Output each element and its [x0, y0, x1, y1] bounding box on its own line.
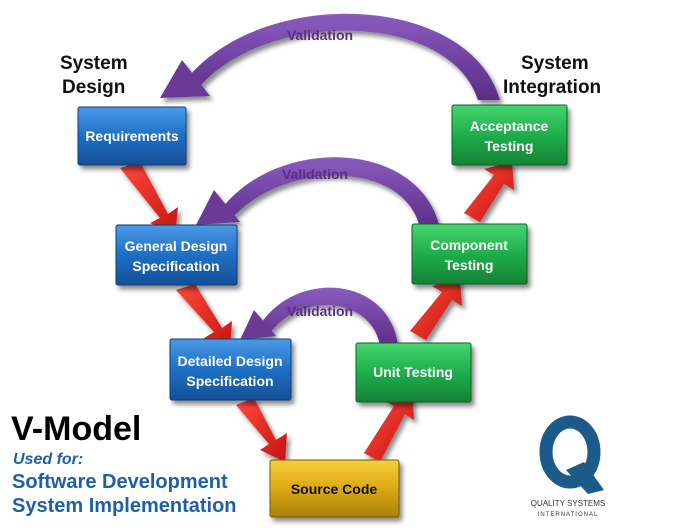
phase-label-system-design: System Design — [60, 53, 128, 98]
box-acceptance-testing: Acceptance Testing — [451, 104, 568, 166]
arrow-unit-to-component — [410, 278, 462, 340]
box-component-testing: Component Testing — [411, 223, 528, 285]
box-label: Acceptance — [470, 118, 549, 134]
box-label: Source Code — [291, 481, 378, 497]
box-label: Component — [430, 237, 508, 253]
arrow-source-to-unit — [364, 392, 414, 462]
box-label: Testing — [485, 138, 534, 154]
box-label: Specification — [186, 373, 273, 389]
box-source-code: Source Code — [269, 459, 400, 518]
logo-line: QUALITY SYSTEMS — [531, 499, 606, 508]
box-label: Specification — [132, 258, 219, 274]
legend-title: V-Model — [11, 410, 141, 448]
box-label: Requirements — [85, 128, 179, 144]
box-unit-testing: Unit Testing — [355, 342, 472, 403]
validation-arc-inner — [240, 287, 398, 345]
legend-item: System Implementation — [12, 495, 237, 517]
box-label: Unit Testing — [373, 364, 453, 380]
arrow-general-to-detailed — [176, 284, 232, 350]
legend-item: Software Development — [12, 471, 228, 493]
v-model-legend: V-Model Used for: Software Development S… — [11, 410, 237, 517]
box-label: General Design — [125, 238, 228, 254]
validation-arc-middle — [196, 157, 440, 228]
phase-label-system-integration: System Integration — [503, 53, 601, 98]
phase-label-line: System — [521, 53, 589, 74]
validation-label-inner: Validation — [287, 303, 353, 319]
box-label: Testing — [445, 257, 494, 273]
validation-arc-outer — [160, 13, 500, 100]
box-label: Detailed Design — [177, 353, 282, 369]
phase-label-line: Integration — [503, 77, 601, 98]
phase-label-line: Design — [62, 77, 125, 98]
arrow-component-to-acceptance — [464, 162, 514, 222]
arrow-detailed-to-source — [236, 398, 287, 462]
validation-label-outer: Validation — [287, 27, 353, 43]
logo-line: INTERNATIONAL — [538, 512, 599, 518]
phase-label-line: System — [60, 53, 128, 74]
box-detailed-design: Detailed Design Specification — [169, 338, 292, 401]
quality-systems-logo: QUALITY SYSTEMS INTERNATIONAL — [531, 415, 606, 518]
box-general-design: General Design Specification — [115, 224, 238, 286]
validation-label-middle: Validation — [282, 166, 348, 182]
arrow-requirements-to-general — [120, 162, 178, 236]
box-requirements: Requirements — [77, 106, 187, 166]
legend-used-for: Used for: — [13, 451, 83, 468]
